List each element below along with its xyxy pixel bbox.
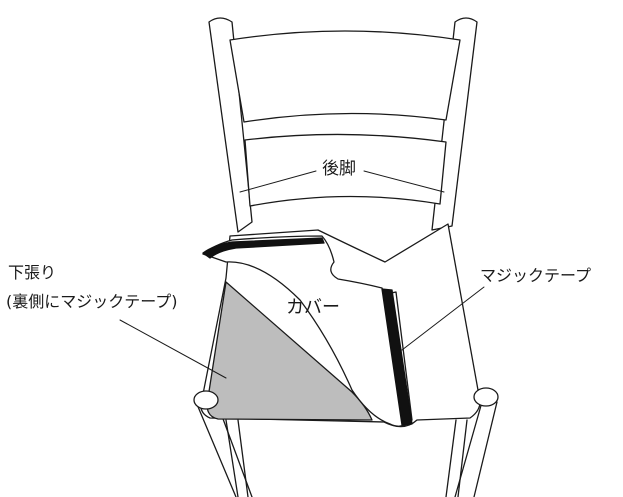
magic-tape-top <box>202 237 325 259</box>
leader-underlay <box>119 319 227 379</box>
rear-right-leg-lower <box>445 419 468 497</box>
top-rail <box>229 30 461 123</box>
cover-label: カバー <box>286 297 340 318</box>
middle-rail <box>244 133 447 207</box>
magic-tape-right <box>381 288 413 426</box>
leader-magic-tape <box>401 286 485 351</box>
front-right-leg-cap <box>473 387 499 407</box>
leader-back-leg-right <box>363 170 445 193</box>
underlay-note-label: (裏側にマジックテープ) <box>6 292 178 311</box>
rear-left-leg-lower <box>225 419 249 497</box>
front-left-leg-cap <box>193 390 219 410</box>
underlay-label: 下張り <box>8 263 57 282</box>
back-leg-label: 後脚 <box>322 159 356 179</box>
leader-back-leg-left <box>239 170 317 193</box>
magic-tape-label: マジックテープ <box>480 266 592 285</box>
